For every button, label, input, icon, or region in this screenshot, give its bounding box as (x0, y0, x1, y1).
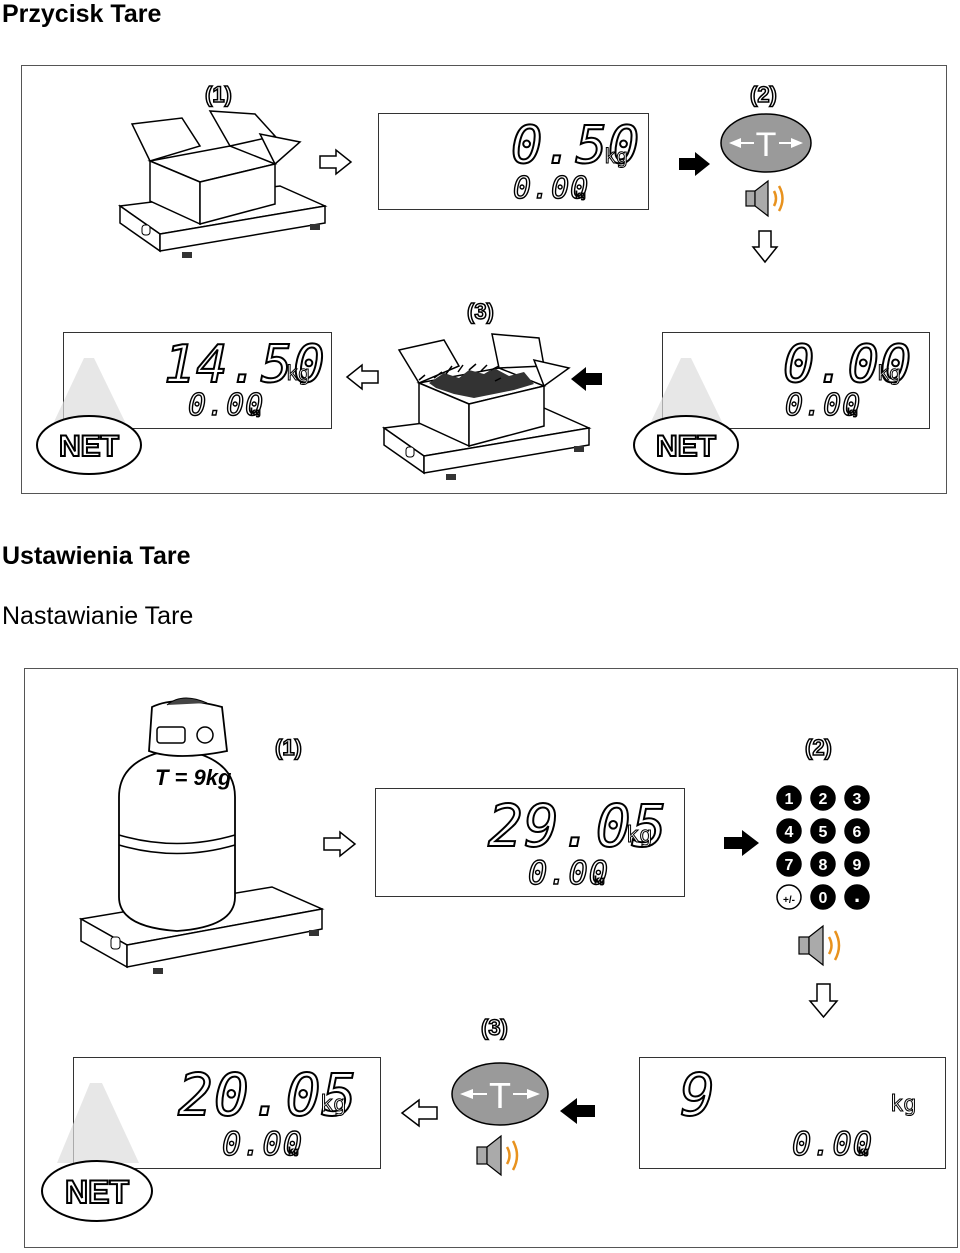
display-main-value: 14.50 (163, 335, 326, 395)
keypad-key-label: 0 (819, 890, 828, 907)
heading-tare-setting: Ustawienia Tare (2, 542, 191, 570)
keypad-key-label: 8 (819, 857, 828, 874)
display-unit: kg (890, 1092, 917, 1117)
solid-arrow-right-icon (724, 830, 759, 856)
display-sub-value: 0.00 (791, 1125, 874, 1163)
keypad-key[interactable]: 7 (776, 851, 802, 877)
keypad-key[interactable]: 2 (810, 785, 836, 811)
keypad-keys[interactable]: 1 2 3 4 5 6 7 8 9 +/- 0. (773, 783, 883, 910)
display-main-value: 9 (679, 1061, 716, 1129)
keypad-key-label: 4 (785, 824, 794, 841)
keypad-key-label: 1 (785, 791, 794, 808)
scale-with-filled-box-icon (381, 333, 592, 480)
solid-arrow-left-icon (571, 367, 602, 391)
tare-key-icon[interactable]: T (719, 112, 814, 174)
keypad-key[interactable]: 8 (810, 851, 836, 877)
display-sub-value: 0.00 (527, 854, 610, 892)
preset-tare-diagram: (1) (2) (3) T = 9kg 29.05 kg 0.00 kg 1 2 3… (24, 668, 958, 1248)
keypad-key[interactable]: 9 (844, 851, 870, 877)
hollow-arrow-down-icon (808, 983, 839, 1019)
keypad-key[interactable]: 0 (810, 884, 836, 910)
display-initial-weight: 0.50 kg 0.00 kg (378, 113, 649, 210)
display-main-value: 0.50 (510, 116, 641, 176)
keypad-key[interactable]: +/- (776, 884, 802, 910)
display-sub-unit: kg (594, 876, 606, 886)
display-sub-unit: kg (847, 408, 859, 418)
keypad-key-label: 2 (819, 791, 828, 808)
heading-preset-tare: Nastawianie Tare (2, 602, 194, 630)
keypad-key[interactable]: 4 (776, 818, 802, 844)
display-unit: kg (603, 144, 629, 168)
keypad-key[interactable]: 6 (844, 818, 870, 844)
display-unit: kg (285, 361, 311, 385)
hollow-arrow-down-icon (751, 230, 779, 264)
tare-key-diagram: (1) (2) (3) 0.50 kg 0.00 kg (21, 65, 947, 494)
beep-speaker-icon (476, 1134, 519, 1177)
keypad-key-label: 7 (785, 857, 794, 874)
net-label: NET (59, 430, 119, 463)
numeric-keypad: 1 2 3 4 5 6 7 8 9 +/- 0. (773, 783, 883, 910)
net-label: NET (65, 1174, 129, 1210)
keypad-key-label: 5 (819, 824, 828, 841)
keypad-key[interactable]: 1 (776, 785, 802, 811)
hollow-arrow-left-icon (400, 1098, 438, 1128)
net-indicator-callout-icon: NET (36, 358, 142, 475)
keypad-key[interactable]: 3 (844, 785, 870, 811)
display-main-value: 0.00 (782, 335, 913, 395)
keypad-key-label: 3 (853, 791, 862, 808)
display-unit: kg (626, 823, 653, 848)
display-unit: kg (320, 1092, 347, 1117)
beep-speaker-icon (745, 179, 784, 218)
keypad-key[interactable]: 5 (810, 818, 836, 844)
display-sub-value: 0.00 (784, 388, 862, 423)
display-preset-tare-entry: 9 kg 0.00 kg (639, 1057, 946, 1169)
display-sub-unit: kg (858, 1147, 870, 1157)
display-sub-unit: kg (575, 191, 587, 201)
keypad-key-label: . (854, 882, 860, 907)
hollow-arrow-right-icon (319, 148, 353, 176)
keypad-key-label: +/- (783, 895, 795, 906)
keypad-key-label: 6 (853, 824, 862, 841)
display-gross-weight: 29.05 kg 0.00 kg (375, 788, 685, 897)
gas-cylinder-on-scale-icon (78, 697, 325, 974)
tare-key-label: T (756, 126, 777, 164)
display-main-value: 20.05 (177, 1061, 358, 1129)
step-3-label: (3) (480, 1014, 508, 1041)
display-sub-unit: kg (288, 1147, 300, 1157)
display-sub-value: 0.00 (512, 171, 590, 206)
net-indicator-callout-icon: NET (633, 358, 739, 475)
step-1-label: (1) (274, 734, 302, 761)
tare-key-label: T (489, 1075, 511, 1116)
display-sub-value: 0.00 (187, 388, 265, 423)
cylinder-tare-label: T = 9kg (155, 765, 232, 790)
solid-arrow-left-icon (560, 1098, 595, 1124)
display-net-weight: 14.50 kg 0.00 kg (63, 332, 332, 429)
display-sub-unit: kg (250, 408, 262, 418)
display-main-value: 29.05 (487, 792, 668, 860)
step-2-label: (2) (804, 734, 832, 761)
display-unit: kg (876, 361, 902, 385)
scale-with-empty-box-icon (117, 110, 328, 258)
keypad-key-label: 9 (853, 857, 862, 874)
display-sub-value: 0.00 (221, 1125, 304, 1163)
tare-key-icon[interactable]: T (450, 1061, 552, 1127)
hollow-arrow-right-icon (323, 830, 357, 858)
net-indicator-callout-icon: NET (41, 1083, 153, 1222)
solid-arrow-right-icon (679, 152, 710, 176)
keypad-key[interactable]: . (844, 882, 870, 910)
heading-tare-key: Przycisk Tare (2, 0, 162, 28)
step-1-label: (1) (204, 81, 232, 108)
beep-speaker-icon (798, 924, 841, 967)
hollow-arrow-left-icon (345, 363, 379, 391)
net-label: NET (656, 430, 716, 463)
step-2-label: (2) (749, 81, 777, 108)
step-3-label: (3) (466, 298, 494, 325)
